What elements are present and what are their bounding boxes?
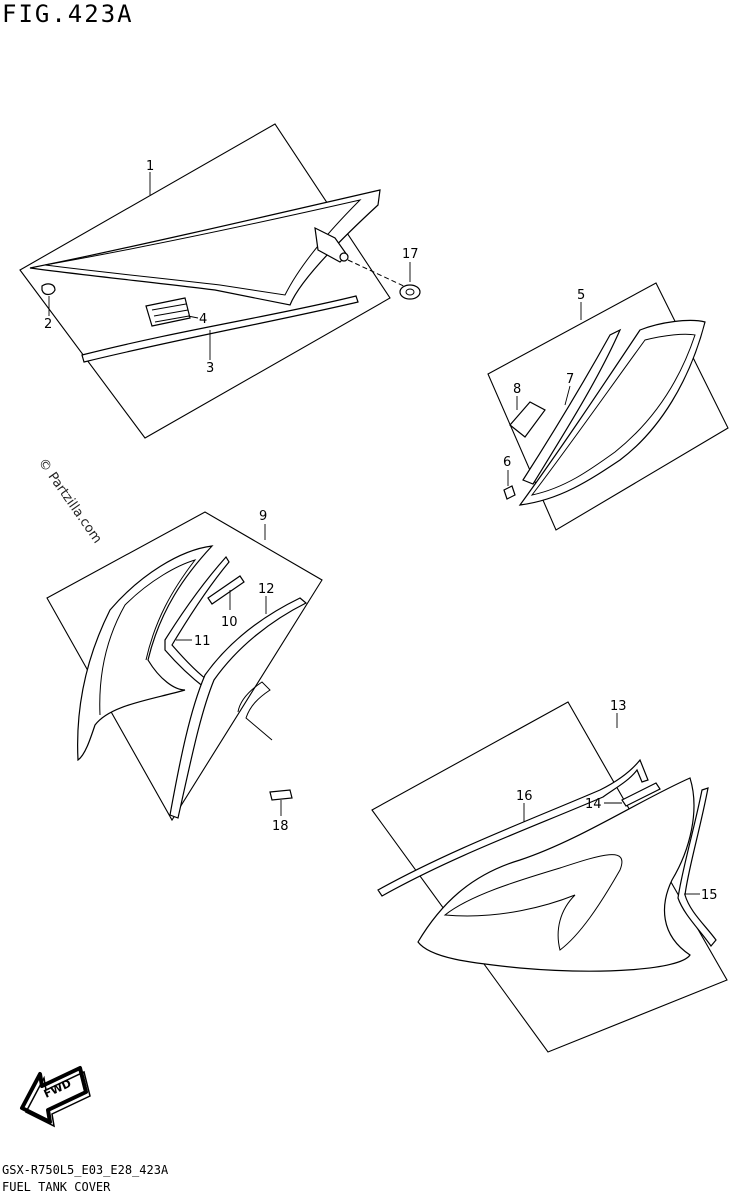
callout-5: 5 [577,288,585,303]
callout-15: 15 [701,888,718,903]
assembly-group-5: 5 6 7 8 [487,282,729,531]
part-12-lower-trim [237,681,273,741]
part-9-side-cover[interactable] [77,545,214,762]
callout-18: 18 [272,819,289,834]
figure-code: GSX-R750L5_E03_E28_423A [2,1163,169,1177]
fwd-arrow-shadow [24,1070,91,1128]
part-13-side-panel[interactable] [417,777,695,972]
part-15-side-trim[interactable] [677,787,717,947]
assembly-group-13: 13 14 15 16 [371,699,728,1053]
callout-3: 3 [206,361,214,376]
part-10-small-strip[interactable] [207,575,245,605]
part-5-side-panel-inner [530,333,696,496]
group-9-outline [46,511,323,822]
callout-6: 6 [503,455,511,470]
part-1-cover-frame[interactable] [29,189,381,306]
part-9-side-cover-inner [99,559,197,716]
callout-12: 12 [258,582,275,597]
part-17-leader [347,259,409,289]
part-17-grommet-hole [405,288,415,296]
callout-4: 4 [199,312,207,327]
callout-9: 9 [259,509,267,524]
fwd-arrow-icon [20,1066,88,1124]
part-4-mesh-line [153,309,189,317]
part-4-mesh-line [154,315,190,323]
callout-8: 8 [513,382,521,397]
part-7-trim-strip[interactable] [522,328,622,485]
figure-title: FIG.423A [2,0,134,28]
part-8-label[interactable] [509,401,546,438]
callout-17: 17 [402,247,419,262]
callout-14: 14 [585,797,602,812]
part-16-top-trim[interactable] [377,758,649,897]
part-3-trim-strip[interactable] [81,295,359,363]
group-1-outline [19,123,391,439]
watermark: © Partzilla.com [35,456,105,547]
part-13-side-panel-inner [443,854,623,951]
part-12-long-trim[interactable] [169,597,308,819]
callout-11: 11 [194,634,211,649]
part-14-small-strip[interactable] [621,782,661,807]
assembly-group-1: 1 2 3 4 17 [19,123,421,439]
callout-10: 10 [221,615,238,630]
part-4-mesh-pad[interactable] [145,297,191,327]
part-1-fastener-point [339,252,349,262]
part-4-mesh-line [151,303,187,311]
callout-2: 2 [44,317,52,332]
part-2-clip[interactable] [41,283,56,296]
fwd-direction-badge: FWD [20,1066,91,1128]
assembly-group-9: 9 10 11 12 18 [46,509,323,834]
part-6-clip[interactable] [503,485,516,500]
figure-name: FUEL TANK COVER [2,1180,111,1194]
group-13-outline [371,701,728,1053]
part-11-edge-trim[interactable] [164,555,230,689]
leader-4 [187,315,199,319]
part-18-clip[interactable] [269,789,293,801]
leader-7 [564,385,571,406]
callout-1: 1 [146,159,154,174]
part-5-side-panel[interactable] [518,319,706,506]
callout-13: 13 [610,699,627,714]
callout-16: 16 [516,789,533,804]
part-17-grommet[interactable] [399,284,421,300]
callout-7: 7 [566,372,574,387]
